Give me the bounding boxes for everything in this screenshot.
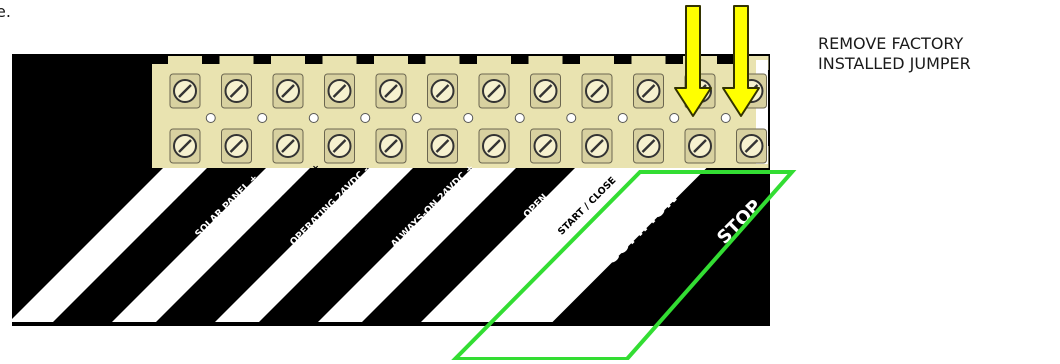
terminal-tab-top bbox=[219, 56, 254, 70]
fragment-text: e. bbox=[0, 2, 11, 21]
screw-slot bbox=[435, 84, 450, 98]
terminal-hole bbox=[205, 113, 216, 123]
jumper-note: REMOVE FACTORY INSTALLED JUMPER bbox=[818, 34, 971, 74]
slotted-screw-icon bbox=[530, 128, 561, 164]
terminal-hole bbox=[463, 113, 474, 123]
screw-slot bbox=[384, 139, 398, 153]
terminal-tab-top bbox=[374, 56, 408, 70]
terminal-tab-top bbox=[322, 56, 357, 70]
slotted-screw-icon bbox=[633, 73, 664, 109]
screw-slot bbox=[641, 139, 656, 153]
terminal-tab-top bbox=[271, 56, 305, 70]
screw-slot bbox=[538, 139, 553, 153]
slotted-screw-icon bbox=[478, 128, 510, 164]
screw-slot bbox=[229, 84, 244, 98]
slotted-screw-icon bbox=[633, 128, 664, 164]
slotted-screw-icon bbox=[169, 128, 201, 164]
screw-slot bbox=[281, 84, 295, 98]
screw-slot bbox=[487, 139, 501, 153]
slotted-screw-icon bbox=[684, 128, 716, 164]
slotted-screw-icon bbox=[272, 73, 304, 109]
terminal-tab-top bbox=[477, 56, 511, 70]
screw-slot bbox=[538, 84, 553, 98]
screw-slot bbox=[332, 139, 347, 153]
wire-stripe bbox=[215, 168, 413, 322]
slotted-screw-icon bbox=[478, 73, 510, 109]
terminal-tab-top bbox=[528, 56, 563, 70]
terminal-holes bbox=[205, 113, 731, 123]
jumper-note-line-1: REMOVE FACTORY bbox=[818, 34, 964, 53]
terminal-hole bbox=[566, 113, 577, 123]
slotted-screw-icon bbox=[427, 73, 458, 109]
screw-slot bbox=[590, 139, 604, 153]
slotted-screw-icon bbox=[272, 128, 304, 164]
screw-slot bbox=[590, 84, 604, 98]
terminal-hole bbox=[411, 113, 422, 123]
screw-slot bbox=[384, 84, 398, 98]
slotted-screw-icon bbox=[221, 73, 252, 109]
wire-stripe bbox=[421, 168, 619, 322]
screw-slot bbox=[693, 139, 707, 153]
terminal-hole bbox=[617, 113, 628, 123]
terminal-hole bbox=[720, 113, 731, 123]
screw-slot bbox=[229, 139, 244, 153]
terminal-hole bbox=[257, 113, 268, 123]
slotted-screw-icon bbox=[736, 128, 767, 164]
slotted-screw-icon bbox=[581, 128, 613, 164]
screw-slot bbox=[744, 139, 759, 153]
terminal-hole bbox=[669, 113, 680, 123]
wire-stripe bbox=[112, 168, 310, 322]
terminal-hole bbox=[360, 113, 371, 123]
slotted-screw-icon bbox=[530, 73, 561, 109]
jumper-highlight-outline bbox=[450, 170, 797, 361]
wire-stripe bbox=[318, 168, 516, 322]
screw-slot bbox=[178, 84, 192, 98]
terminal-tab-top bbox=[168, 56, 202, 70]
wire-stripe-common bbox=[462, 168, 707, 322]
wire-stripes bbox=[9, 168, 707, 322]
slotted-screw-icon bbox=[221, 128, 252, 164]
slotted-screw-icon bbox=[169, 73, 201, 109]
wire-stripe bbox=[9, 168, 207, 322]
screw-slot bbox=[281, 139, 295, 153]
jumper-highlight bbox=[450, 170, 797, 361]
screw-slot bbox=[435, 139, 450, 153]
slotted-screw-icon bbox=[324, 73, 355, 109]
screw-slot bbox=[641, 84, 656, 98]
slotted-screw-icon bbox=[427, 128, 458, 164]
terminal-tab-top bbox=[425, 56, 460, 70]
arrows bbox=[674, 5, 760, 117]
jumper-note-line-2: INSTALLED JUMPER bbox=[818, 54, 971, 73]
slotted-screw-icon bbox=[375, 128, 407, 164]
screw-slot bbox=[332, 84, 347, 98]
terminal-hole bbox=[308, 113, 319, 123]
screws bbox=[169, 73, 767, 164]
terminal-tab-top bbox=[580, 56, 614, 70]
slotted-screw-icon bbox=[375, 73, 407, 109]
screw-slot bbox=[178, 139, 192, 153]
down-arrow-icon bbox=[674, 5, 712, 117]
slotted-screw-icon bbox=[581, 73, 613, 109]
slotted-screw-icon bbox=[324, 128, 355, 164]
terminal-hole bbox=[514, 113, 525, 123]
terminal-tab-top bbox=[631, 56, 666, 70]
down-arrow-icon bbox=[722, 5, 760, 117]
screw-slot bbox=[487, 84, 501, 98]
